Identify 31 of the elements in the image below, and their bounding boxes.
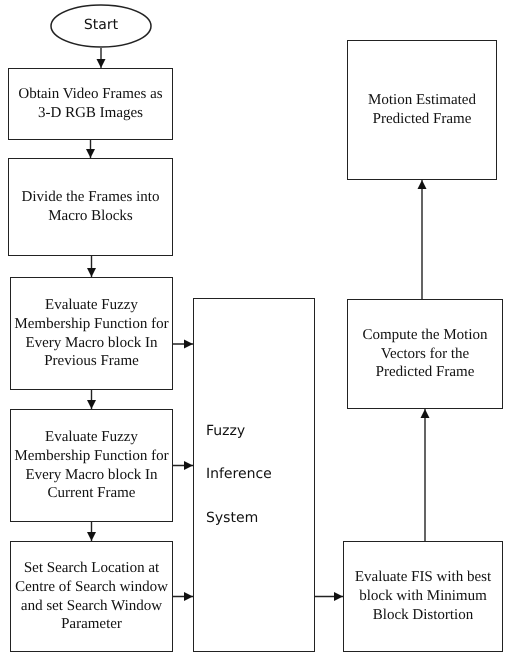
arrow xyxy=(87,390,96,409)
step-text: Evaluate Fuzzy Membership Function for Every Macro block In Previous Frame xyxy=(13,296,170,371)
arrow xyxy=(87,522,96,541)
start-terminal xyxy=(50,4,152,48)
system-box xyxy=(193,298,315,652)
arrow xyxy=(86,140,95,158)
process-box xyxy=(10,277,173,390)
arrow xyxy=(173,461,193,470)
system-label: Fuzzy Inference System xyxy=(205,422,273,528)
process-box xyxy=(10,409,173,522)
arrow xyxy=(87,256,96,277)
step-text: Start xyxy=(82,17,120,35)
process-box xyxy=(10,541,173,652)
process-box xyxy=(8,158,173,256)
step-text: Evaluate FIS with best block with Minimum Block Distortion xyxy=(354,568,492,625)
step-text: Obtain Video Frames as 3-D RGB Images xyxy=(17,85,164,123)
process-box xyxy=(343,541,503,652)
step-text: Divide the Frames into Macro Blocks xyxy=(20,188,160,226)
process-box xyxy=(347,299,503,409)
arrow xyxy=(418,180,426,299)
arrow xyxy=(96,48,106,68)
arrow xyxy=(173,340,193,348)
arrow xyxy=(420,409,430,541)
step-text: Set Search Location at Centre of Search window and set Search Window Parameter xyxy=(14,559,169,634)
step-text: Motion Estimated Predicted Frame xyxy=(367,91,477,129)
arrow xyxy=(173,592,193,601)
step-text: Evaluate Fuzzy Membership Function for Every Macro block In Current Frame xyxy=(13,428,170,503)
process-box xyxy=(347,40,497,180)
process-box xyxy=(8,68,173,140)
arrow xyxy=(315,592,343,601)
step-text: Compute the Motion Vectors for the Predicted Frame xyxy=(362,326,488,382)
